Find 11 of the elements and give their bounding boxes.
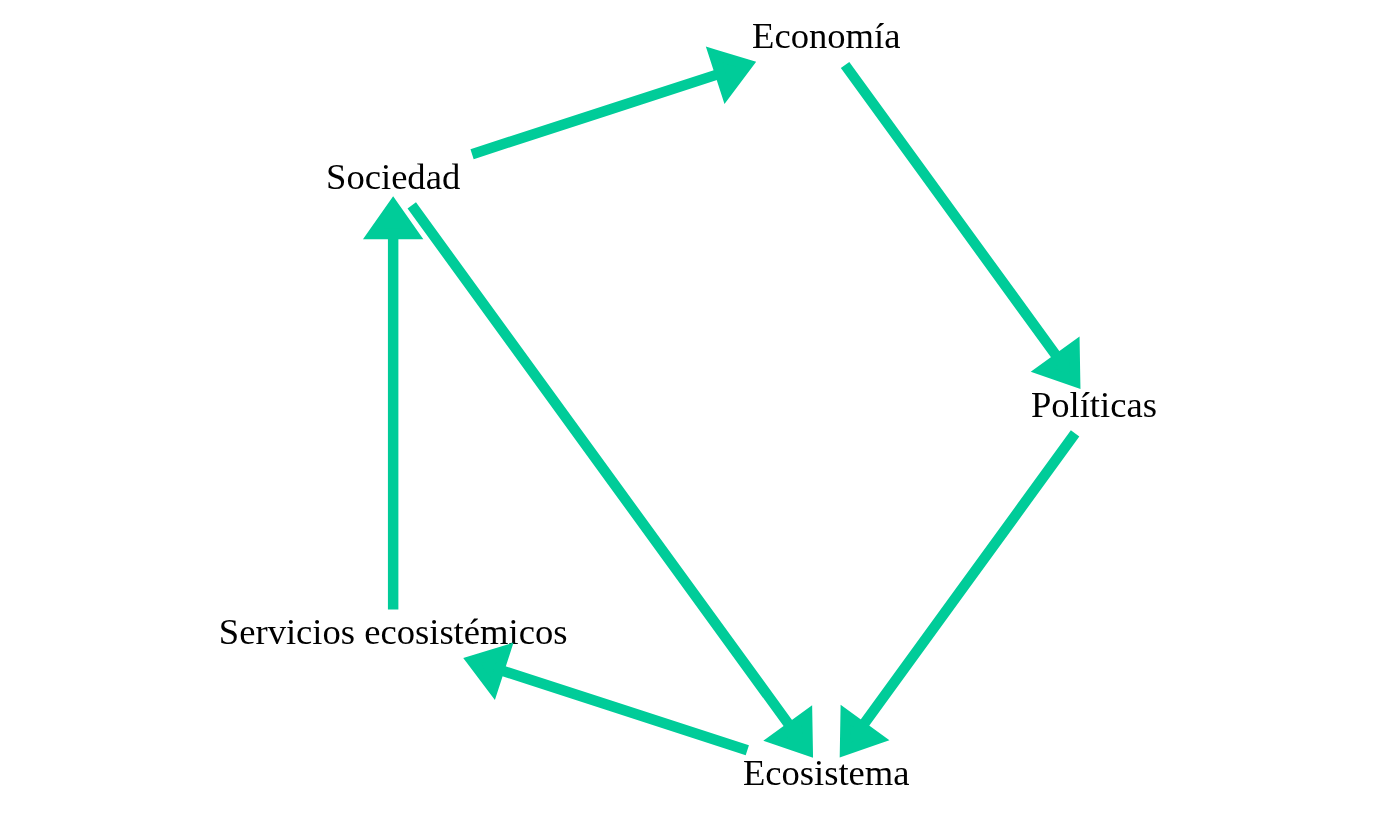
node-text: Ecosistema [742,751,910,793]
arrow [469,46,756,160]
arrow [839,430,1079,758]
arrow [462,642,749,756]
arrow [407,202,813,758]
arrow [362,196,423,610]
node-text: Servicios ecosistémicos [218,611,567,653]
node-text: Políticas [1030,383,1157,425]
node-text: Economía [751,15,900,57]
node-text: Sociedad [325,155,460,197]
arrow [840,61,1080,389]
